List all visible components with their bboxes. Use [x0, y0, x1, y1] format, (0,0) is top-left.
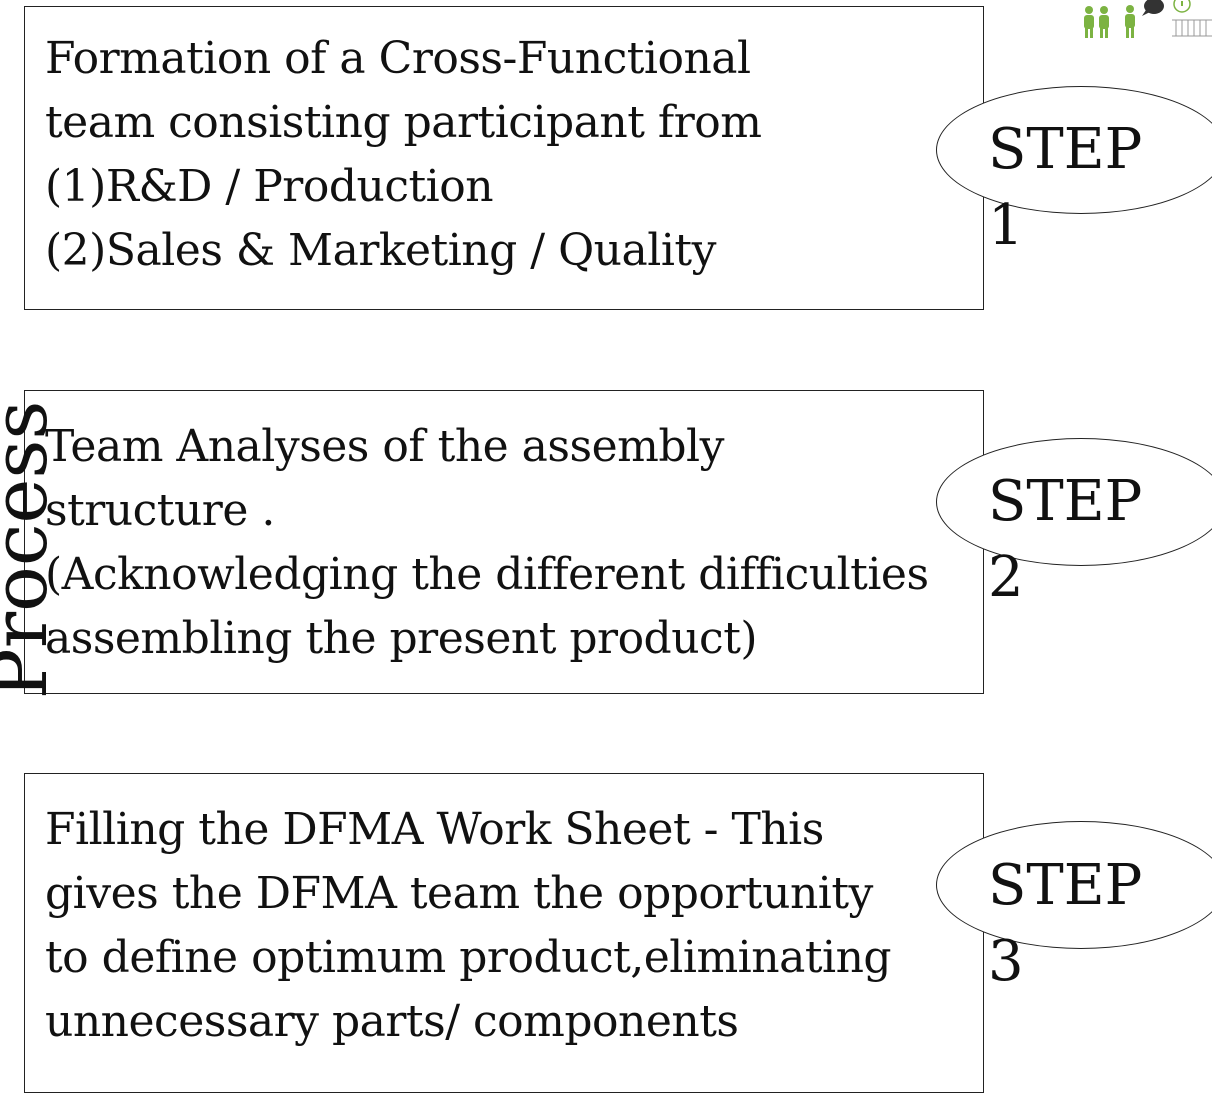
step-1-description: Formation of a Cross-Functional team con… [45, 27, 969, 283]
step-2-line-1: Team Analyses of the assembly [45, 421, 724, 472]
process-side-label: Process [0, 400, 64, 700]
step-1-oval [936, 86, 1212, 214]
step-1-line-4: (2)Sales & Marketing / Quality [45, 225, 716, 276]
step-2-oval [936, 438, 1212, 566]
step-2-description: Team Analyses of the assembly structure … [45, 415, 969, 671]
step-1-line-3: (1)R&D / Production [45, 161, 494, 212]
step-2-line-4: assembling the present product) [45, 613, 758, 664]
step-3-box: Filling the DFMA Work Sheet - This gives… [24, 773, 984, 1093]
step-2-badge: STEP 2 [988, 469, 1143, 610]
step-1-box: Formation of a Cross-Functional team con… [24, 6, 984, 310]
step-3-badge: STEP 3 [988, 853, 1143, 994]
step-2-line-2: structure . [45, 485, 275, 536]
step-3-oval [936, 821, 1212, 949]
step-3-line-2: gives the DFMA team the opportunity [45, 868, 873, 919]
step-2-box: Team Analyses of the assembly structure … [24, 390, 984, 694]
step-3-line-3: to define optimum product,eliminating [45, 932, 892, 983]
step-2-line-3: (Acknowledging the different difficultie… [45, 549, 929, 600]
step-1-line-2: team consisting participant from [45, 97, 762, 148]
step-3-description: Filling the DFMA Work Sheet - This gives… [45, 798, 969, 1054]
step-1-line-1: Formation of a Cross-Functional [45, 33, 751, 84]
step-3-line-4: unnecessary parts/ components [45, 996, 739, 1047]
step-3-line-1: Filling the DFMA Work Sheet - This [45, 804, 824, 855]
step-1-badge: STEP 1 [988, 117, 1143, 258]
people-meeting-icon [1076, 0, 1212, 40]
